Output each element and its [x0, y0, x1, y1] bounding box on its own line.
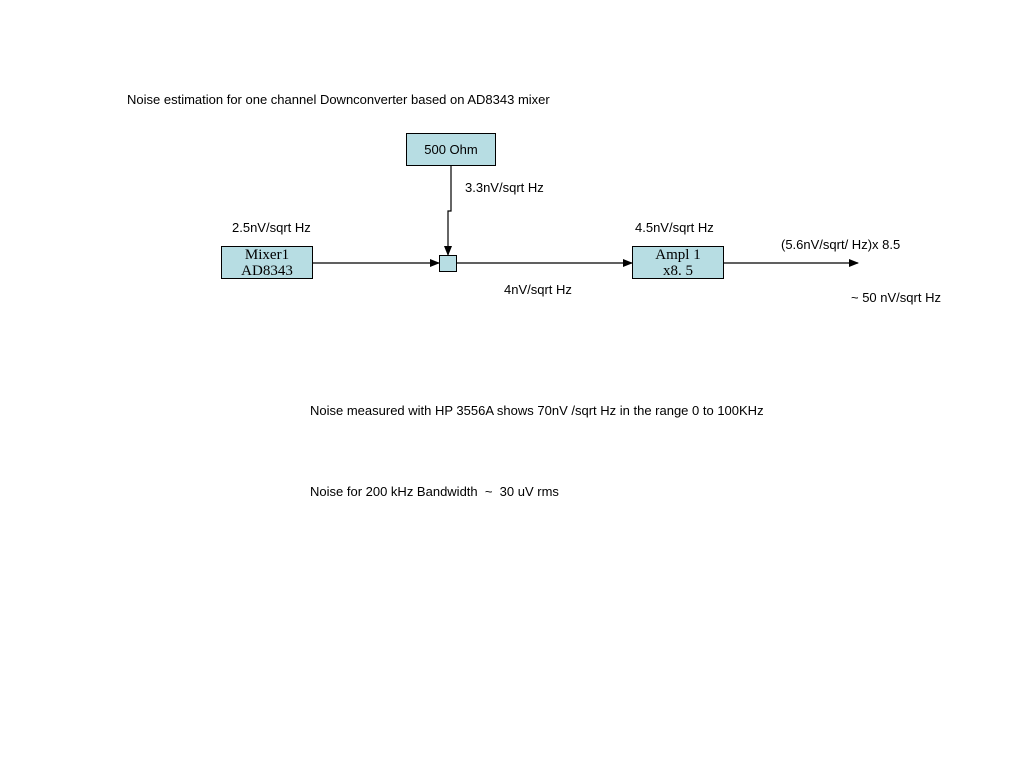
- resistor-noise-label: 3.3nV/sqrt Hz: [465, 180, 544, 195]
- mixer-box: Mixer1 AD8343: [221, 246, 313, 279]
- amplifier-box: Ampl 1 x8. 5: [632, 246, 724, 279]
- amplifier-noise-label: 4.5nV/sqrt Hz: [635, 220, 714, 235]
- measurement-note: Noise measured with HP 3556A shows 70nV …: [310, 403, 764, 418]
- resistor-box: 500 Ohm: [406, 133, 496, 166]
- amplifier-name: Ampl 1: [655, 247, 701, 263]
- sum-noise-label: 4nV/sqrt Hz: [504, 282, 572, 297]
- output-result-label: ~ 50 nV/sqrt Hz: [851, 290, 941, 305]
- mixer-noise-label: 2.5nV/sqrt Hz: [232, 220, 311, 235]
- mixer-name: Mixer1: [244, 247, 290, 263]
- resistor-to-sum-line: [444, 166, 452, 256]
- output-formula-label: (5.6nV/sqrt/ Hz)x 8.5: [781, 237, 901, 252]
- resistor-label: 500 Ohm: [424, 142, 478, 157]
- mixer-part: AD8343: [241, 263, 293, 279]
- bandwidth-note: Noise for 200 kHz Bandwidth ~ 30 uV rms: [310, 484, 559, 499]
- amplifier-gain: x8. 5: [663, 263, 693, 279]
- summing-node: [439, 255, 457, 272]
- page-title: Noise estimation for one channel Downcon…: [127, 92, 550, 107]
